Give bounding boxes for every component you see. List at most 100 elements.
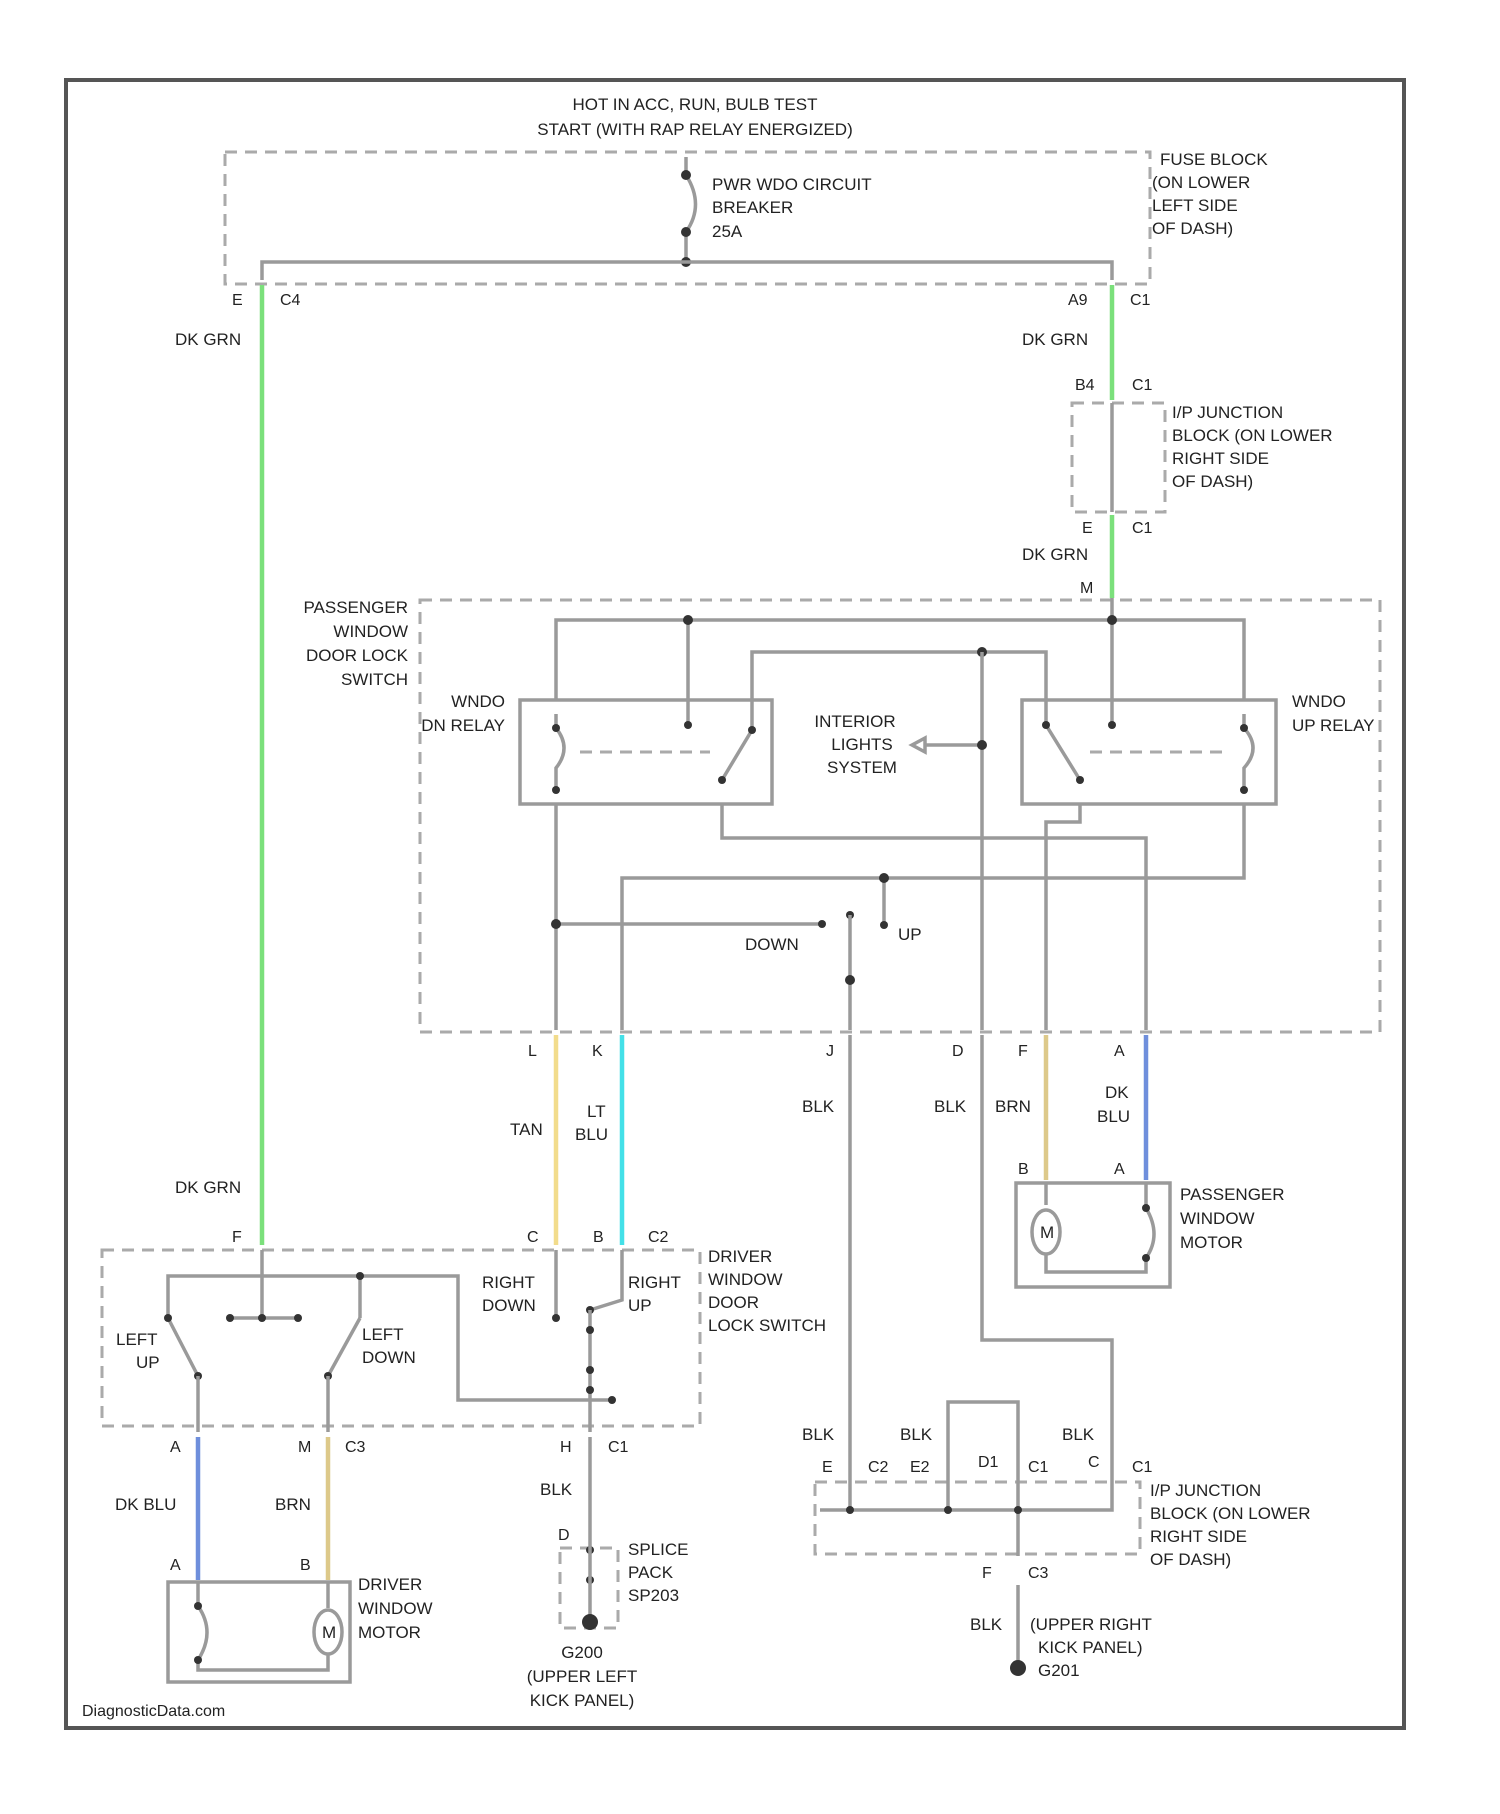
conn-a: A (1114, 1043, 1125, 1060)
passenger-switch-label-2: WINDOW (333, 622, 408, 641)
interior-lights-label-1: INTERIOR (814, 712, 895, 731)
conn-f-dr: F (232, 1229, 242, 1246)
conn-d1-ip: D1 (978, 1454, 999, 1471)
ip-junction-bottom-label-3: RIGHT SIDE (1150, 1527, 1247, 1546)
label-brn-2: BRN (275, 1495, 311, 1514)
label-dk-blu-2: BLU (1097, 1107, 1130, 1126)
driver-motor-label-1: DRIVER (358, 1575, 422, 1594)
ground-right-label-3: G201 (1038, 1661, 1080, 1680)
conn-l: L (528, 1043, 537, 1060)
conn-a9: A9 (1068, 292, 1088, 309)
label-dk-grn-2: DK GRN (1022, 330, 1088, 349)
passenger-switch-label-3: DOOR LOCK (306, 646, 409, 665)
ip-junction-bottom-label-4: OF DASH) (1150, 1550, 1231, 1569)
conn-f-ip: F (982, 1565, 992, 1582)
breaker-label-3: 25A (712, 222, 743, 241)
left-up-label-1: LEFT (116, 1330, 158, 1349)
ip-junction-top-box (1072, 403, 1165, 512)
footer-watermark: DiagnosticData.com (82, 1703, 225, 1720)
interior-lights-label-3: SYSTEM (827, 758, 897, 777)
header-line2: START (WITH RAP RELAY ENERGIZED) (537, 120, 853, 139)
conn-c1-c: C1 (1132, 520, 1153, 537)
svg-text:M: M (322, 1623, 336, 1642)
driver-switch-label-4: LOCK SWITCH (708, 1316, 826, 1335)
ip-junction-top-label-2: BLOCK (ON LOWER (1172, 426, 1333, 445)
ip-junction-top-label-1: I/P JUNCTION (1172, 403, 1283, 422)
conn-e-ipt: E (1082, 520, 1093, 537)
wndo-up-relay (1022, 700, 1276, 804)
conn-f: F (1018, 1043, 1028, 1060)
conn-c1-ip: C1 (1028, 1459, 1049, 1476)
fuse-block-label-2: (ON LOWER (1152, 173, 1250, 192)
driver-switch-label-3: DOOR (708, 1293, 759, 1312)
conn-c1-a: C1 (1130, 292, 1151, 309)
conn-b-dm: B (300, 1557, 311, 1574)
conn-c3-dr: C3 (345, 1439, 366, 1456)
ip-junction-bottom-label-2: BLOCK (ON LOWER (1150, 1504, 1311, 1523)
conn-c4-top: C4 (280, 292, 301, 309)
ground-left-label-2: (UPPER LEFT (527, 1667, 638, 1686)
driver-motor-label-2: WINDOW (358, 1599, 433, 1618)
conn-c-dr: C (527, 1229, 539, 1246)
splice-pack-label-1: SPLICE (628, 1540, 688, 1559)
conn-d: D (952, 1043, 964, 1060)
switch-up-label: UP (898, 925, 922, 944)
wndo-up-relay-label-1: WNDO (1292, 692, 1346, 711)
fuse-block-label-3: LEFT SIDE (1152, 196, 1238, 215)
header-line1: HOT IN ACC, RUN, BULB TEST (573, 95, 818, 114)
label-blk-3: BLK (540, 1480, 573, 1499)
label-blk-4: BLK (802, 1425, 835, 1444)
conn-h-dr: H (560, 1439, 572, 1456)
conn-c3-ip: C3 (1028, 1565, 1049, 1582)
switch-down-label: DOWN (745, 935, 799, 954)
ground-right-label-2: KICK PANEL) (1038, 1638, 1143, 1657)
conn-b-pm: B (1018, 1161, 1029, 1178)
passenger-switch-label-4: SWITCH (341, 670, 408, 689)
fuse-block-label-4: OF DASH) (1152, 219, 1233, 238)
passenger-motor-label-2: WINDOW (1180, 1209, 1255, 1228)
driver-switch-label-1: DRIVER (708, 1247, 772, 1266)
conn-d-sp: D (558, 1527, 570, 1544)
fuse-block-label-1: FUSE BLOCK (1160, 150, 1268, 169)
left-up-label-2: UP (136, 1353, 160, 1372)
label-blk-7: BLK (970, 1615, 1003, 1634)
conn-c2-ip: C2 (868, 1459, 889, 1476)
label-blk-6: BLK (1062, 1425, 1095, 1444)
left-down-label-2: DOWN (362, 1348, 416, 1367)
conn-e-top: E (232, 292, 243, 309)
conn-m: M (1080, 580, 1093, 597)
label-blk-5: BLK (900, 1425, 933, 1444)
label-lt-blu-1: LT (587, 1102, 606, 1121)
conn-a-dr: A (170, 1439, 181, 1456)
conn-c2-dr: C2 (648, 1229, 669, 1246)
conn-a-dm: A (170, 1557, 181, 1574)
svg-text:M: M (1040, 1223, 1054, 1242)
label-dk-blu-3: DK BLU (115, 1495, 176, 1514)
interior-lights-label-2: LIGHTS (831, 735, 892, 754)
label-blk-2: BLK (934, 1097, 967, 1116)
conn-e-ip: E (822, 1459, 833, 1476)
right-up-label-1: RIGHT (628, 1273, 681, 1292)
conn-b-dr: B (593, 1229, 604, 1246)
conn-b4: B4 (1075, 377, 1095, 394)
breaker-label-2: BREAKER (712, 198, 793, 217)
ground-left-label-1: G200 (561, 1643, 603, 1662)
conn-c1-b: C1 (1132, 377, 1153, 394)
passenger-motor-label-1: PASSENGER (1180, 1185, 1285, 1204)
label-brn-1: BRN (995, 1097, 1031, 1116)
ip-junction-top-label-3: RIGHT SIDE (1172, 449, 1269, 468)
label-lt-blu-2: BLU (575, 1125, 608, 1144)
ip-junction-bottom-box (815, 1482, 1140, 1554)
breaker-label-1: PWR WDO CIRCUIT (712, 175, 872, 194)
driver-switch-label-2: WINDOW (708, 1270, 783, 1289)
passenger-switch-label-1: PASSENGER (303, 598, 408, 617)
wndo-dn-relay-label-1: WNDO (451, 692, 505, 711)
label-dk-blu-1: DK (1105, 1083, 1129, 1102)
conn-c1-dr: C1 (608, 1439, 629, 1456)
conn-c-ip: C (1088, 1454, 1100, 1471)
splice-pack-label-2: PACK (628, 1563, 674, 1582)
conn-a-pm: A (1114, 1161, 1125, 1178)
right-down-label-2: DOWN (482, 1296, 536, 1315)
ground-left-label-3: KICK PANEL) (530, 1691, 635, 1710)
